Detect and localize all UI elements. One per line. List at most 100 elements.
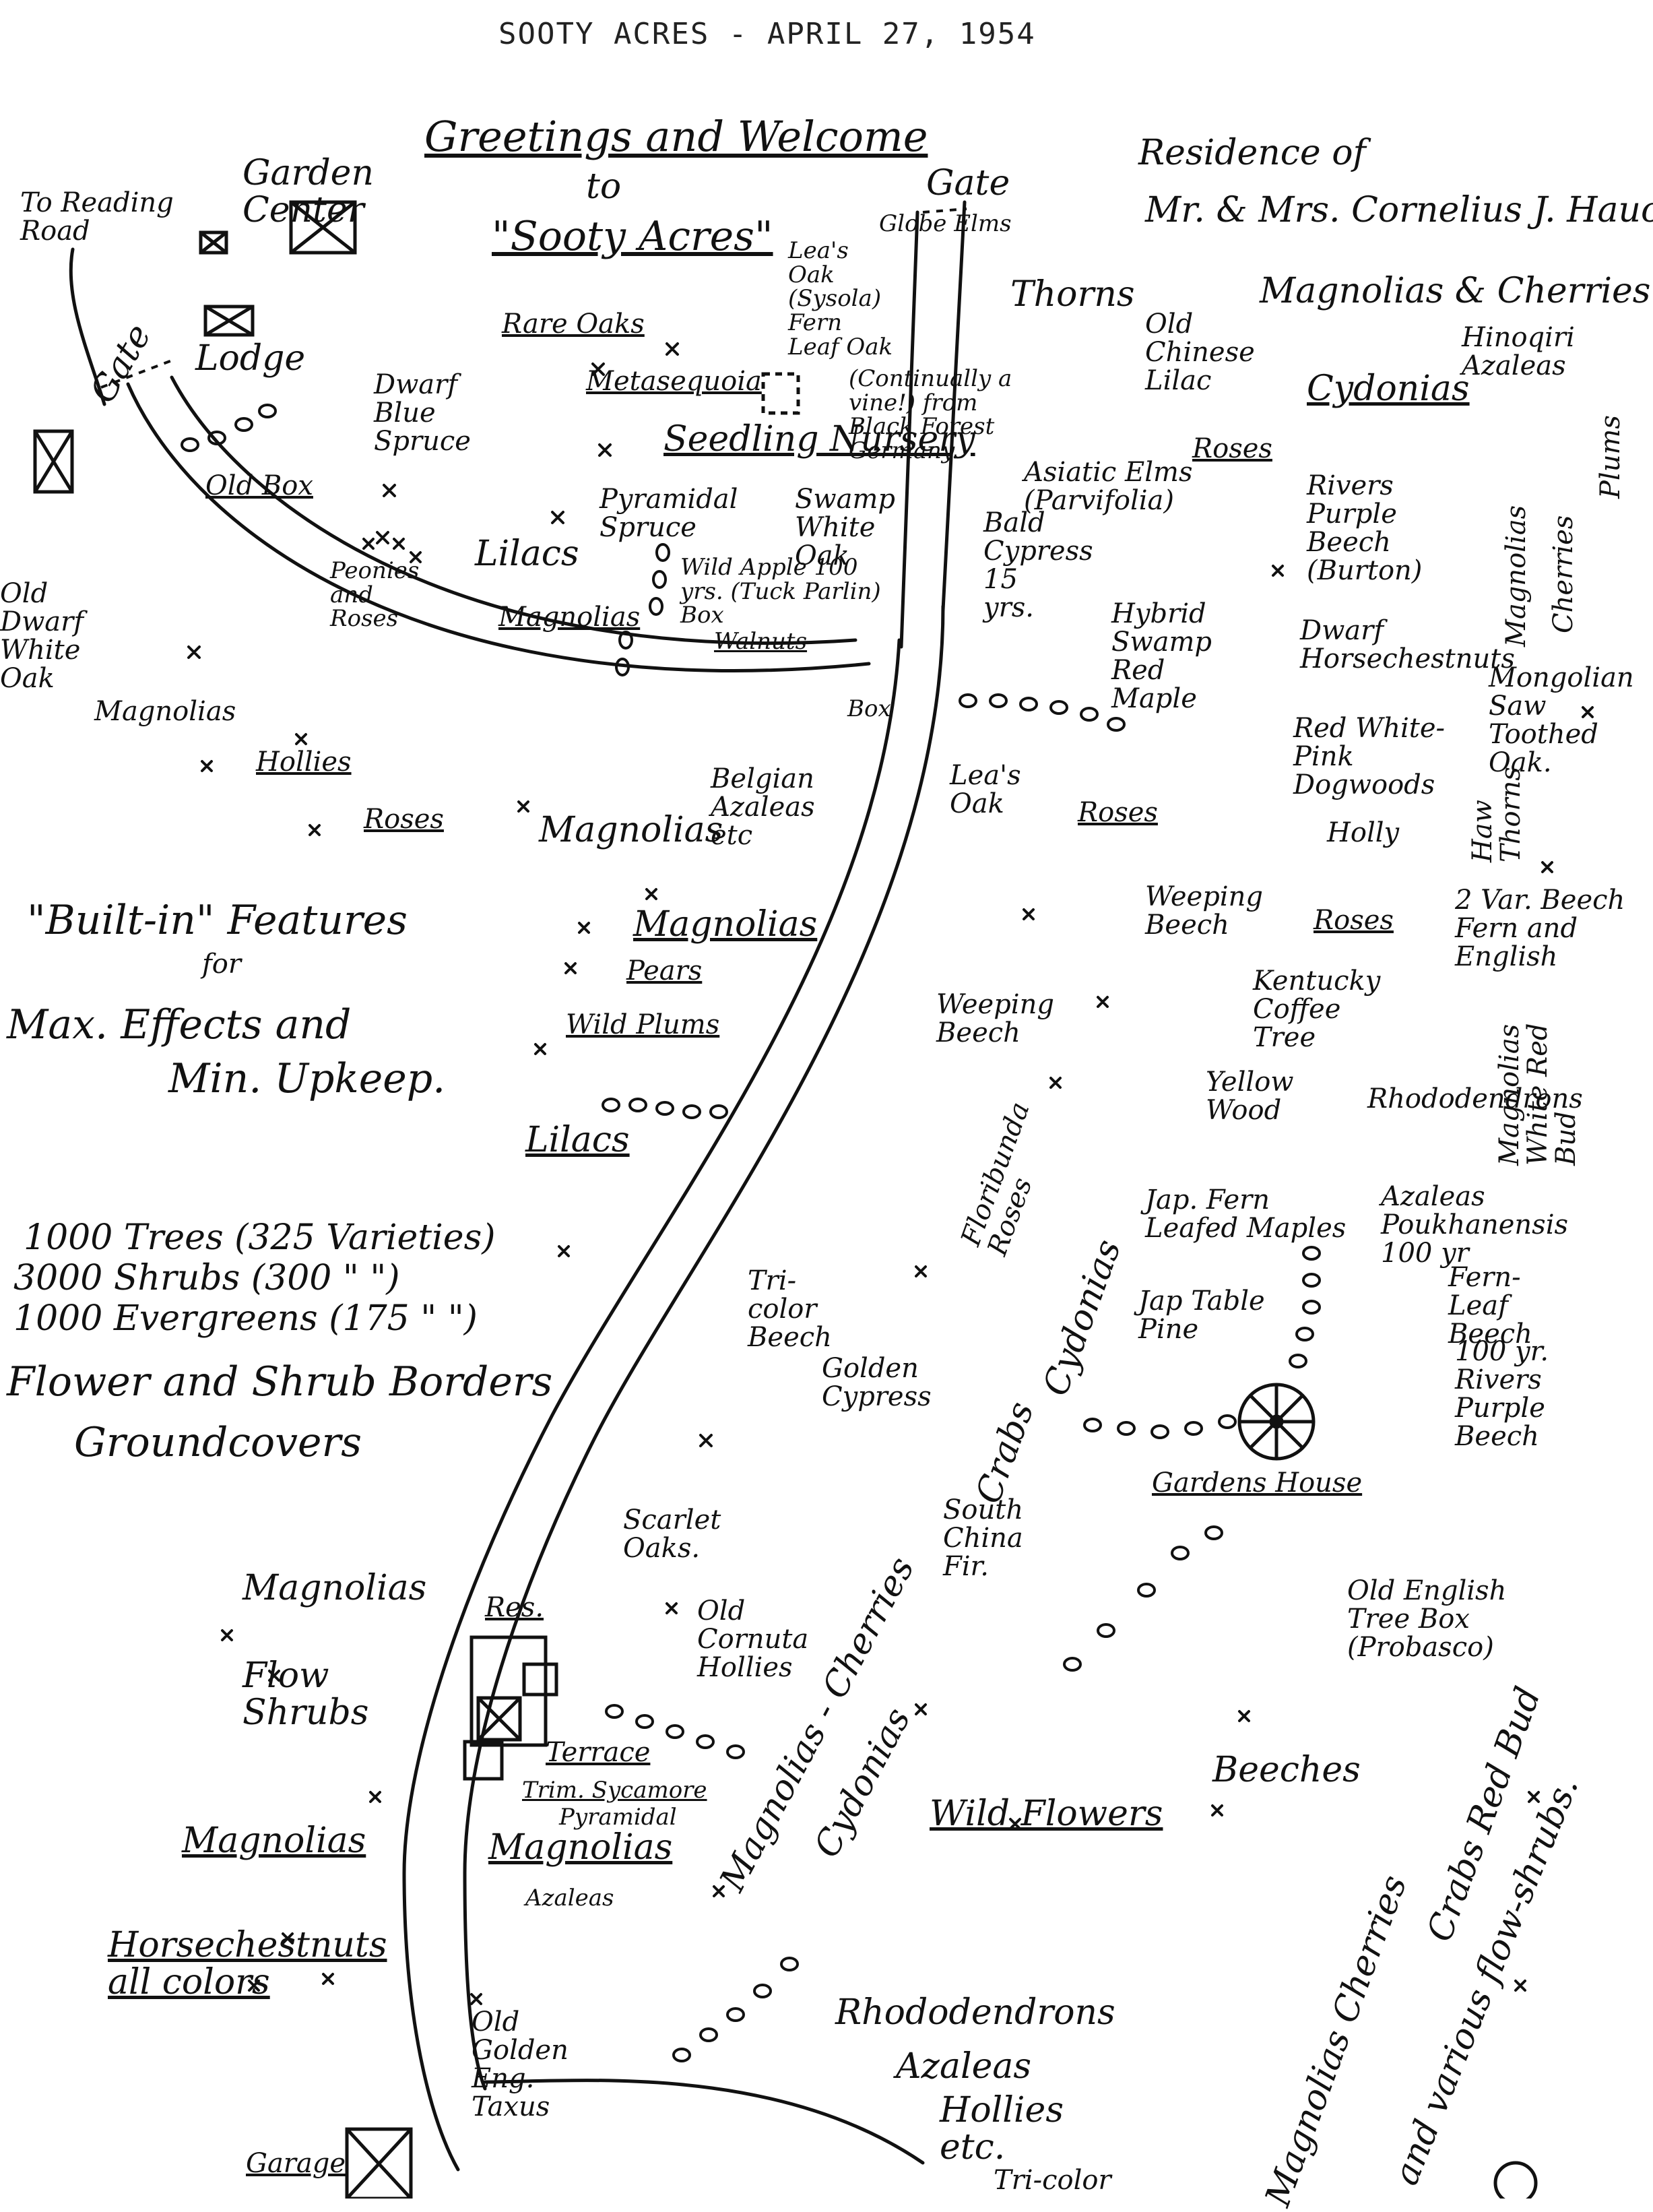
old-dwarf-white-oak-label: Old Dwarf White Oak <box>0 578 84 694</box>
magnolias-bottom-left-label: Magnolias <box>182 1821 366 1861</box>
lodge-building <box>203 305 255 337</box>
roses-mid-label: Roses <box>1078 797 1158 828</box>
garden-center-building <box>289 200 357 255</box>
gate-top-label: Gate <box>926 163 1010 203</box>
hollies-left-label: Hollies <box>256 747 352 778</box>
stats-groundcovers: Groundcovers <box>74 1419 362 1466</box>
stats-borders: Flower and Shrub Borders <box>7 1358 553 1405</box>
stats-evergreens: 1000 Evergreens (175 " ") <box>13 1298 478 1339</box>
metasequoia-label: Metasequoia <box>586 366 762 397</box>
thorns-label: Thorns <box>1010 274 1135 315</box>
haw-thorns-label: Haw Thorns <box>1467 767 1526 862</box>
features-line1: "Built-in" Features <box>27 897 408 944</box>
left-gate-house <box>33 429 74 494</box>
drive-bottom-branch <box>483 2079 925 2165</box>
wild-flowers-label: Wild Flowers <box>930 1794 1163 1834</box>
residence-line2: Mr. & Mrs. Cornelius J. Hauck. <box>1145 190 1653 230</box>
hollies-bottom-label: Hollies etc. <box>940 2090 1064 2168</box>
drive-top-left <box>899 210 919 649</box>
magnolias-pears-label: Magnolias <box>633 904 818 945</box>
old-chinese-lilac-label: Old Chinese Lilac <box>1145 309 1255 396</box>
roses-left-label: Roses <box>364 804 444 835</box>
magnolias-white-redbud-label: Magnolias White Red Bud <box>1494 1023 1582 1166</box>
pears-label: Pears <box>626 955 703 986</box>
magnolias-vertical-label: Magnolias <box>1501 505 1532 647</box>
dwarf-blue-spruce-label: Dwarf Blue Spruce <box>374 369 471 457</box>
peonies-roses-label: Peonies and Roses <box>330 557 420 633</box>
pyramidal-label: Pyramidal <box>559 1804 677 1831</box>
kentucky-coffee-tree-label: Kentucky Coffee Tree <box>1253 966 1381 1053</box>
old-cornuta-hollies-label: Old Cornuta Hollies <box>697 1595 809 1683</box>
azaleas-res-label: Azaleas <box>525 1885 614 1911</box>
hinoqiri-azaleas-label: Hinoqiri Azaleas <box>1462 322 1575 381</box>
features-line2: for <box>202 949 242 980</box>
rivers-purple-beech-2-label: 100 yr. Rivers Purple Beech <box>1455 1336 1549 1452</box>
belgian-azaleas-label: Belgian Azaleas etc <box>711 763 815 851</box>
continually-note: (Continually a vine!) from Black Forest … <box>849 365 1012 465</box>
magnolias-center-label: Magnolias <box>539 810 723 850</box>
features-line3: Max. Effects and <box>7 1001 352 1048</box>
stats-shrubs: 3000 Shrubs (300 " ") <box>13 1258 400 1298</box>
tri-color-bottom-label: Tri-color <box>994 2165 1111 2196</box>
bald-cypress-label: Bald Cypress 15 yrs. <box>983 507 1093 623</box>
lodge-label: Lodge <box>195 338 306 379</box>
mongolian-oak-label: Mongolian Saw Toothed Oak. <box>1489 662 1634 778</box>
flow-shrubs-label: Flow Shrubs <box>242 1655 369 1733</box>
residence-line1: Residence of <box>1138 133 1366 173</box>
scarlet-oaks-label: Scarlet Oaks. <box>623 1505 721 1564</box>
walnuts-label: Walnuts <box>714 628 808 655</box>
rare-oaks-label: Rare Oaks <box>502 309 645 340</box>
lilacs-left-label: Lilacs <box>525 1120 630 1160</box>
drive-inner-curve <box>170 375 857 645</box>
golden-cypress-label: Golden Cypress <box>822 1353 932 1412</box>
features-line4: Min. Upkeep. <box>168 1055 446 1102</box>
old-box-label: Old Box <box>205 470 313 501</box>
magnolias-cherries-top-label: Magnolias & Cherries <box>1260 271 1651 311</box>
horsechestnuts-label: Horsechestnuts all colors <box>108 1925 387 2002</box>
hybrid-swamp-red-maple-label: Hybrid Swamp Red Maple <box>1111 598 1212 714</box>
stats-trees: 1000 Trees (325 Varieties) <box>24 1218 496 1258</box>
lilacs-top-label: Lilacs <box>475 534 579 574</box>
reading-road-label: To Reading Road <box>20 187 174 247</box>
magnolias-res-label: Magnolias <box>488 1827 673 1868</box>
weeping-beech-mid-label: Weeping Beech <box>936 989 1054 1048</box>
road-to-reading <box>69 247 106 406</box>
trim-sycamore-label: Trim. Sycamore <box>522 1777 707 1804</box>
old-english-tree-box-label: Old English Tree Box (Probasco) <box>1347 1575 1507 1663</box>
fern-leaf-beech-label: Fern-Leaf Beech <box>1448 1262 1532 1350</box>
seedling-nursery-label: Seedling Nursery <box>663 419 975 460</box>
rivers-purple-beech-label: Rivers Purple Beech (Burton) <box>1307 470 1423 586</box>
res-label: Res. <box>485 1592 544 1623</box>
greeting-line2: to <box>586 166 622 207</box>
azaleas-bottom-label: Azaleas <box>896 2046 1032 2087</box>
residence-building <box>469 1635 548 1747</box>
garage-label: Garage <box>246 2148 346 2179</box>
garden-center-label: Garden Center <box>242 153 374 230</box>
tri-color-beech-label: Tri-color Beech <box>748 1265 832 1353</box>
leas-oak-top-label: Lea's Oak (Sysola) Fern Leaf Oak <box>788 237 893 360</box>
old-golden-eng-taxus-label: Old Golden Eng. Taxus <box>472 2006 569 2122</box>
rhododendrons-bottom-label: Rhododendrons <box>835 1992 1115 2033</box>
south-china-fir-label: South China Fir. <box>943 1494 1024 1582</box>
asiatic-elms-label: Asiatic Elms (Parvifolia) <box>1024 457 1193 516</box>
gardens-house-label: Gardens House <box>1152 1467 1363 1498</box>
azaleas-poukhanensis-label: Azaleas Poukhanensis 100 yr <box>1381 1181 1569 1269</box>
globe-elms-label: Globe Elms <box>879 210 1012 237</box>
wild-plums-label: Wild Plums <box>566 1009 720 1040</box>
plums-label: Plums <box>1595 415 1626 499</box>
holly-label: Holly <box>1327 817 1400 848</box>
drive-main-left <box>402 638 901 2172</box>
terrace-label: Terrace <box>546 1737 651 1768</box>
drive-outer-curve <box>126 382 871 672</box>
roses-top-right-label: Roses <box>1192 433 1272 464</box>
drive-top-right <box>941 200 967 612</box>
magnolias-left-label: Magnolias <box>94 696 236 727</box>
cherries-vertical-label: Cherries <box>1548 515 1579 633</box>
pyramidal-spruce-label: Pyramidal Spruce <box>599 484 738 543</box>
beeches-label: Beeches <box>1212 1750 1361 1790</box>
jap-table-pine-label: Jap Table Pine <box>1138 1286 1265 1345</box>
seedling-bed <box>761 372 800 415</box>
magnolias-lower-left-label: Magnolias <box>242 1568 427 1608</box>
drive-main-right <box>463 604 945 2091</box>
yellow-wood-label: Yellow Wood <box>1206 1067 1294 1126</box>
